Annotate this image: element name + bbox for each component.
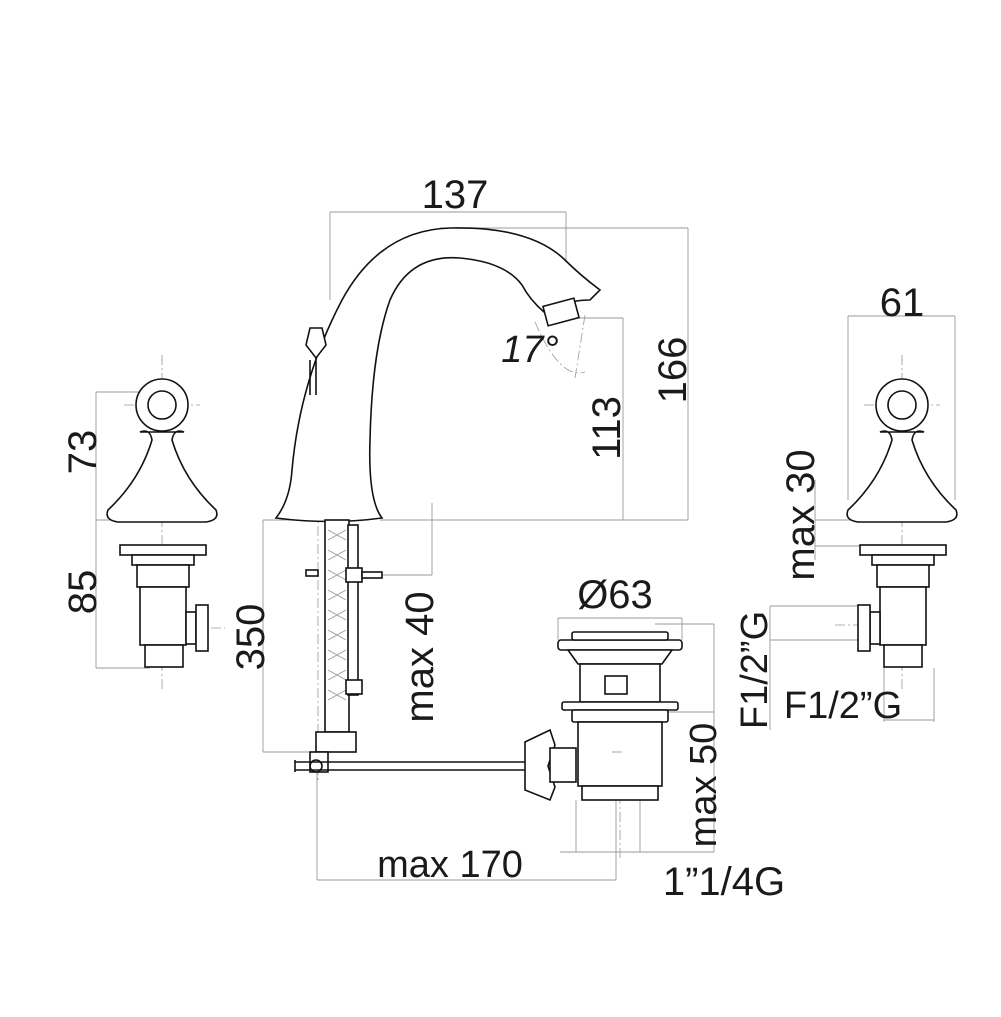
hoses	[305, 519, 383, 773]
label-spout-height-total: 166	[651, 337, 695, 404]
dimension-lines	[95, 211, 956, 881]
label-waste-max-depth: max 50	[683, 723, 725, 848]
right-handle-valve	[846, 378, 958, 668]
label-waste-diameter: Ø63	[577, 573, 653, 617]
label-max-deck-spout: max 40	[398, 591, 442, 722]
lift-rod	[294, 728, 577, 802]
label-spout-outlet-height: 113	[585, 396, 629, 460]
pop-up-waste	[557, 631, 683, 801]
dimension-labels: 137 166 113 17° 73 85 350 max 40 61 max …	[61, 173, 924, 904]
spout	[274, 227, 602, 523]
label-spout-angle: 17°	[501, 329, 558, 371]
label-connection-left: F1/2”G	[734, 611, 776, 729]
label-handle-height: 73	[61, 430, 105, 475]
left-handle-valve	[106, 378, 218, 668]
label-connection-right: F1/2”G	[784, 685, 902, 727]
label-valve-body-height: 85	[61, 570, 105, 615]
label-hose-length: 350	[229, 604, 273, 671]
label-waste-thread: 1”1/4G	[663, 860, 785, 904]
label-rod-max-length: max 170	[377, 844, 523, 886]
label-max-deck-handle: max 30	[779, 449, 823, 580]
label-handle-width: 61	[880, 281, 925, 325]
label-spout-reach: 137	[422, 173, 489, 217]
